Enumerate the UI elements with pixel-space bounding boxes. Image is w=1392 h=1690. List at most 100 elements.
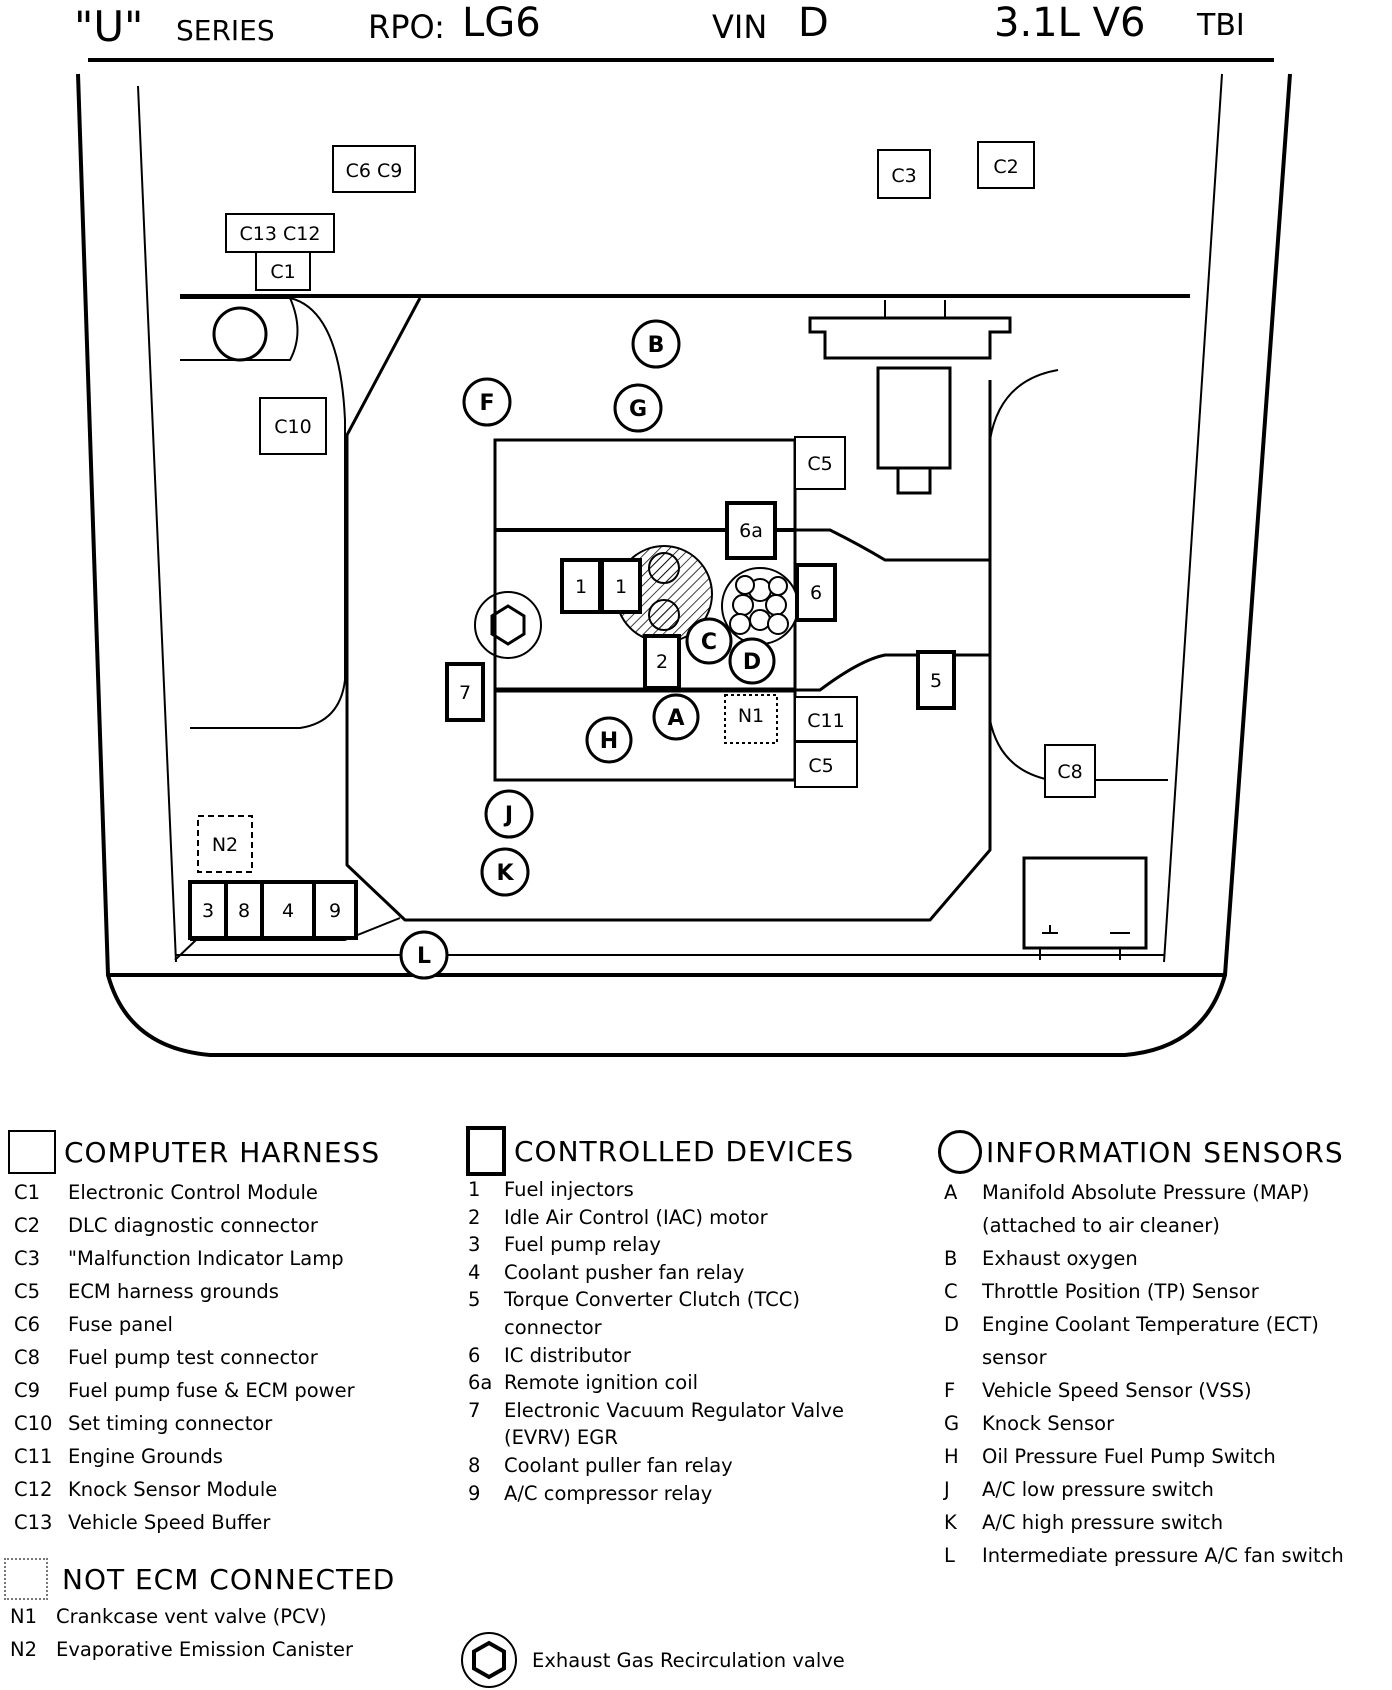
series-word: SERIES — [176, 14, 275, 47]
legend-egr: Exhaust Gas Recirculation valve — [458, 1630, 845, 1690]
device-6a: 6a — [739, 520, 763, 542]
front-bumper — [106, 974, 1227, 1057]
harness-c1: C1 — [270, 261, 295, 283]
vin-label: VIN — [712, 8, 768, 46]
sensor-j: J — [503, 803, 513, 828]
harness-c2: C2 — [993, 156, 1018, 178]
list-item: connector — [504, 1315, 602, 1339]
battery — [1022, 856, 1148, 950]
rpo-label: RPO: — [368, 8, 445, 46]
harness-square-icon — [8, 1130, 56, 1174]
body-outline — [76, 73, 1292, 977]
list-item: (attached to air cleaner) — [982, 1214, 1220, 1237]
not-ecm-n2: N2 — [212, 834, 238, 856]
device-5: 5 — [930, 670, 942, 692]
sensor-c: C — [701, 630, 717, 655]
not-ecm-n1: N1 — [738, 705, 764, 727]
sensor-l: L — [417, 944, 431, 969]
sensor-f: F — [479, 391, 494, 416]
legend-devices-title: CONTROLLED DEVICES — [514, 1134, 855, 1168]
sensor-k: K — [496, 861, 514, 886]
coolant-reservoir — [876, 366, 952, 470]
sensor-d: D — [743, 650, 761, 675]
list-item: sensor — [982, 1346, 1047, 1369]
fuel-system: TBI — [1197, 8, 1245, 43]
device-9: 9 — [329, 900, 341, 922]
device-2: 2 — [656, 651, 668, 673]
device-square-icon — [466, 1126, 506, 1176]
harness-c11: C11 — [807, 710, 844, 732]
engine-compartment-diagram: C6 C9 C13 C12 C1 C3 C2 C10 C5 C11 C5 C8 … — [76, 73, 1292, 1057]
distributor-cap — [721, 567, 799, 645]
oil-filler — [808, 316, 1012, 360]
device-4: 4 — [282, 900, 294, 922]
legend-not-ecm-title: NOT ECM CONNECTED — [62, 1562, 396, 1596]
egr-valve — [474, 591, 542, 659]
sensor-b: B — [648, 333, 665, 358]
list-item: (EVRV) EGR — [504, 1426, 618, 1450]
list-item: C3"Malfunction Indicator Lamp — [14, 1247, 344, 1270]
sensor-h: H — [600, 729, 618, 754]
harness-c6c9: C6 C9 — [346, 160, 403, 182]
not-ecm-dotted-icon — [4, 1558, 48, 1600]
device-3: 3 — [202, 900, 214, 922]
device-1b: 1 — [615, 576, 627, 598]
harness-c5-bottom: C5 — [808, 755, 833, 777]
legend-egr-label: Exhaust Gas Recirculation valve — [532, 1648, 845, 1672]
harness-c13c12: C13 C12 — [240, 223, 321, 245]
series-code: "U" — [74, 2, 144, 51]
strut-mount — [212, 306, 268, 362]
harness-c5-top: C5 — [807, 453, 832, 475]
engine-block — [345, 297, 992, 922]
sensor-g: G — [629, 397, 647, 422]
engine-size: 3.1L V6 — [994, 0, 1146, 46]
legend-harness-title: COMPUTER HARNESS — [64, 1135, 381, 1169]
device-8: 8 — [238, 900, 250, 922]
egr-hexagon-icon — [461, 1632, 517, 1688]
device-7: 7 — [459, 682, 471, 704]
device-1a: 1 — [575, 576, 587, 598]
harness-c3: C3 — [891, 165, 916, 187]
vin-value: D — [798, 0, 829, 46]
rpo-value: LG6 — [462, 0, 541, 46]
sensor-circle-icon — [938, 1130, 982, 1174]
diagram-header: "U" SERIES RPO: LG6 VIN D 3.1L V6 TBI — [0, 0, 1392, 60]
header-rule — [88, 58, 1274, 62]
legend-sensors-title: INFORMATION SENSORS — [986, 1135, 1344, 1169]
device-6: 6 — [810, 582, 822, 604]
